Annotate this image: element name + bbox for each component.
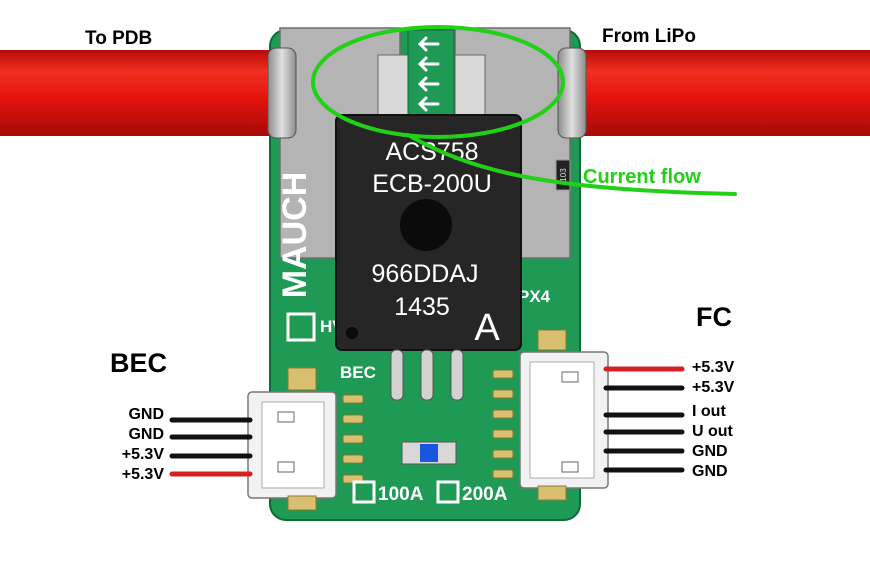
silk-px4: PX4 — [518, 287, 551, 306]
bec-pin-2: GND — [128, 426, 164, 443]
clamp-left — [267, 47, 297, 139]
fc-pin-3: I out — [692, 403, 726, 420]
fc-pin-6: GND — [692, 463, 728, 480]
chip-pin1-dot — [346, 327, 358, 339]
bec-pin-labels: GND GND +5.3V +5.3V — [104, 405, 164, 485]
silk-logo: MAUCH — [276, 172, 314, 299]
option-200a-label: 200A — [462, 484, 508, 505]
terminal-slot-right — [454, 54, 486, 116]
chip-date-code: 1435 — [394, 293, 450, 321]
fc-connector-mount-bottom — [537, 485, 567, 501]
label-fc: FC — [696, 302, 732, 332]
label-from-lipo: From LiPo — [602, 26, 696, 47]
chip-mold-mark — [400, 199, 452, 251]
fc-pin-1: +5.3V — [692, 359, 735, 376]
fc-pin-labels: +5.3V +5.3V I out U out GND GND — [692, 358, 734, 482]
silk-bec: BEC — [340, 363, 376, 382]
fc-connector-latch-bottom — [561, 461, 579, 473]
silk-103: 103 — [559, 168, 568, 182]
label-to-pdb: To PDB — [85, 28, 153, 49]
cable-from-lipo — [570, 50, 870, 136]
cable-to-pdb — [0, 50, 300, 136]
option-100a-box — [352, 480, 376, 504]
fc-pin-2: +5.3V — [692, 379, 735, 396]
chip-grade-mark: A — [474, 307, 500, 349]
bec-connector-housing — [261, 401, 325, 489]
clamp-right — [557, 47, 587, 139]
bec-connector-mount-bottom — [287, 495, 317, 511]
led-die — [420, 444, 438, 462]
chip-variant: ECB-200U — [372, 170, 492, 198]
bec-connector-latch-bottom — [277, 461, 295, 473]
bec-wires — [169, 417, 253, 477]
terminal-slot-left — [377, 54, 409, 116]
fc-solder-pads — [492, 369, 514, 479]
current-flow-arrows — [417, 36, 440, 112]
fc-connector-mount-top — [537, 329, 567, 351]
bec-pin-3: +5.3V — [121, 446, 164, 463]
bec-connector-mount-top — [287, 367, 317, 391]
silk-hv-box — [286, 312, 316, 342]
chip-lot-code: 966DDAJ — [372, 260, 479, 288]
fc-pin-5: GND — [692, 443, 728, 460]
current-flow-pointer — [406, 133, 737, 196]
option-200a-box — [436, 480, 460, 504]
fc-pin-4: U out — [692, 423, 733, 440]
bec-pin-1: GND — [128, 406, 164, 423]
bec-pin-4: +5.3V — [121, 466, 164, 483]
bec-solder-pads — [342, 394, 364, 484]
bec-connector-latch-top — [277, 411, 295, 423]
option-100a-label: 100A — [378, 484, 424, 505]
label-current-flow: Current flow — [583, 166, 701, 188]
current-flow-highlight — [311, 25, 565, 139]
fc-connector-latch-top — [561, 371, 579, 383]
chip-leads — [390, 349, 464, 401]
label-bec: BEC — [110, 348, 168, 378]
fc-wires — [603, 366, 685, 473]
